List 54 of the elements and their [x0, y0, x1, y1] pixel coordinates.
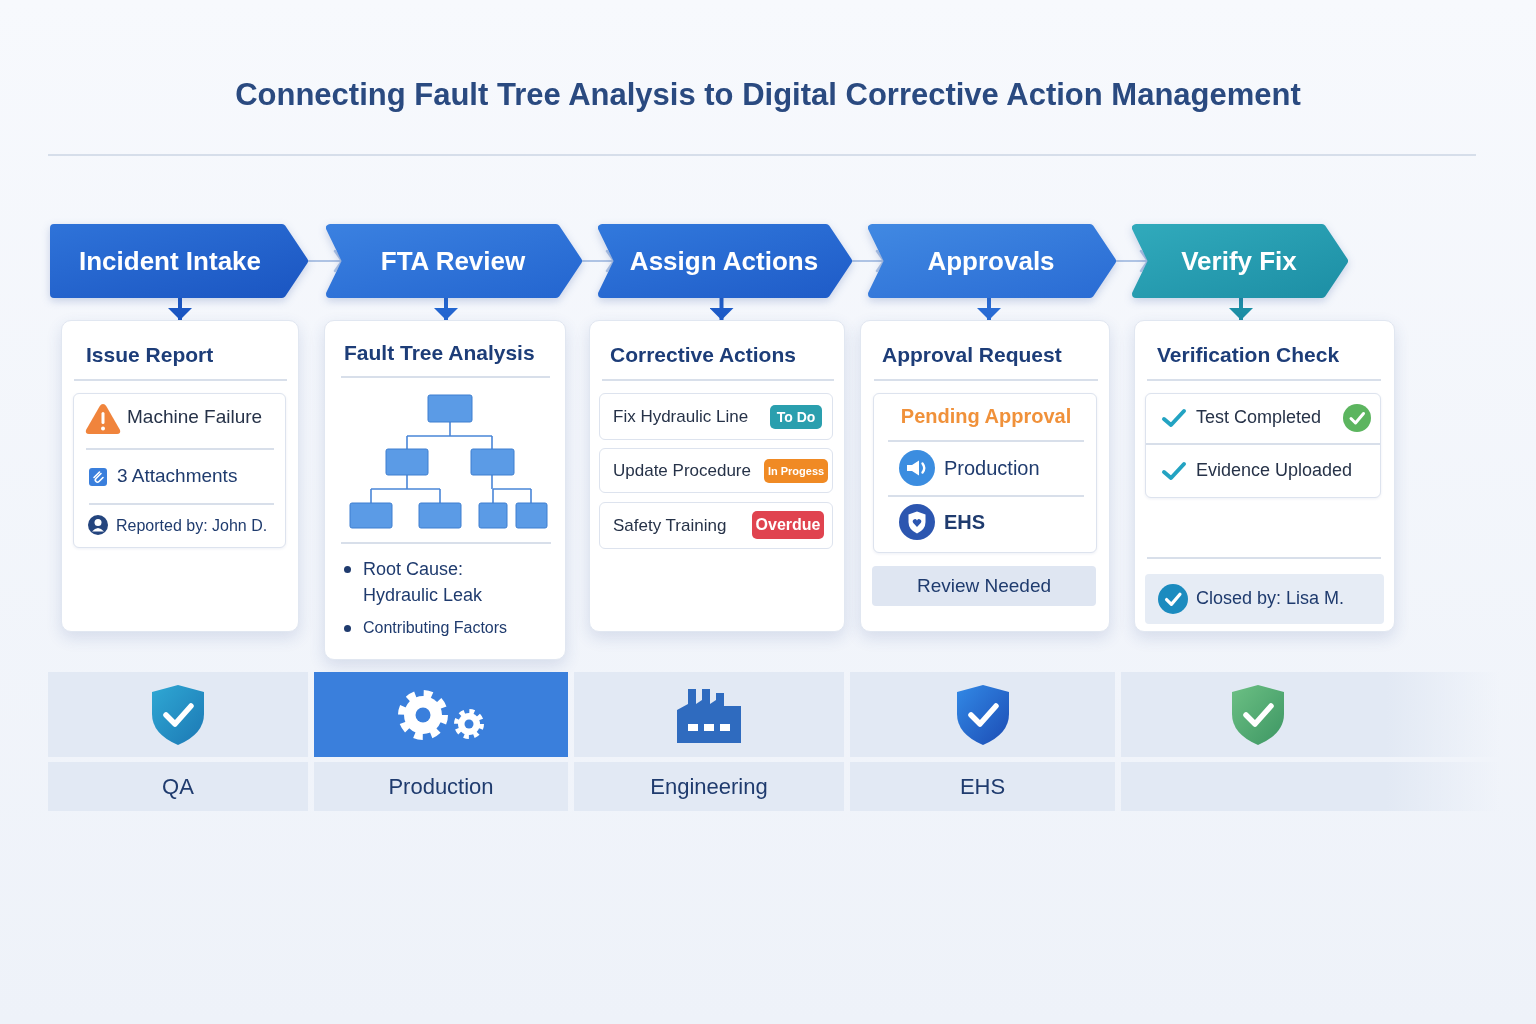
status-badge: To Do — [770, 405, 822, 429]
pointer-arrow — [434, 298, 458, 320]
step-label: Assign Actions — [629, 245, 819, 277]
process-step — [868, 224, 1116, 298]
details-panel — [73, 393, 286, 548]
process-card — [860, 320, 1110, 632]
status-badge: Overdue — [752, 511, 824, 539]
process-step — [50, 224, 308, 298]
closed-by-text: Closed by: Lisa M. — [1196, 588, 1345, 610]
reporter-text: Reported by: John D. — [116, 516, 268, 536]
details-panel — [1145, 393, 1381, 498]
department-tile: Production — [314, 762, 568, 811]
status-text: Pending Approval — [900, 404, 1072, 428]
action-text: Safety Training — [613, 516, 727, 537]
action-item — [599, 393, 833, 440]
pointer-arrow — [977, 298, 1001, 320]
pointer-arrow — [709, 298, 734, 320]
process-step — [1132, 224, 1348, 298]
process-card — [589, 320, 845, 632]
step-label: Incident Intake — [79, 245, 261, 277]
review-status-bar: Review Needed — [872, 566, 1096, 606]
issue-text: Machine Failure — [127, 406, 263, 429]
action-text: Fix Hydraulic Line — [613, 407, 749, 428]
card-title: Verification Check — [1157, 342, 1340, 368]
action-item — [599, 502, 833, 549]
card-title: Corrective Actions — [610, 342, 796, 368]
process-step — [598, 224, 852, 298]
step-label: Verify Fix — [1181, 245, 1297, 277]
department-tile: EHS — [850, 762, 1115, 811]
step-label: Approvals — [927, 245, 1055, 277]
department-tile: Engineering — [574, 762, 844, 811]
approver-text: EHS — [944, 510, 986, 534]
check-text: Evidence Uploaded — [1196, 460, 1353, 482]
details-panel — [873, 393, 1097, 553]
department-tile: QA — [48, 762, 308, 811]
status-badge: In Progess — [764, 459, 828, 483]
check-text: Test Completed — [1196, 407, 1322, 429]
diagram-title: Connecting Fault Tree Analysis to Digital Corrective Action Management — [235, 76, 1301, 114]
process-step — [326, 224, 582, 298]
approver-text: Production — [944, 456, 1040, 480]
step-label: FTA Review — [380, 245, 526, 277]
card-title: Fault Tree Analysis — [344, 340, 535, 366]
bullet-text: Root Cause: Hydraulic Leak — [341, 556, 531, 608]
attachment-text: 3 Attachments — [117, 465, 238, 488]
card-title: Issue Report — [86, 342, 214, 368]
process-card — [1134, 320, 1395, 632]
bullet-text: Contributing Factors — [341, 617, 508, 639]
pointer-arrow — [1229, 298, 1253, 320]
closure-panel — [1145, 574, 1384, 624]
card-title: Approval Request — [882, 342, 1062, 368]
process-card — [61, 320, 299, 632]
pointer-arrow — [168, 298, 192, 320]
action-item — [599, 448, 833, 493]
action-text: Update Procedure — [613, 461, 751, 482]
